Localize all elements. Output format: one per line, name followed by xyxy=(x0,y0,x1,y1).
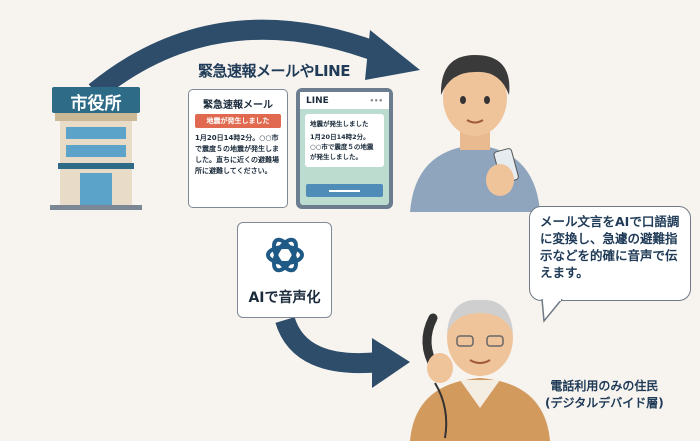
line-app-name: LINE xyxy=(306,95,329,106)
arrow-head-bottom xyxy=(372,338,410,388)
arrow-head-top xyxy=(365,30,420,80)
ai-voice-label: AIで音声化 xyxy=(248,290,321,306)
city-hall-illustration: 市役所 xyxy=(50,85,142,210)
arrow-city-to-young xyxy=(88,19,389,100)
young-man-illustration xyxy=(410,55,540,212)
mail-heading: 緊急速報メール xyxy=(203,100,273,111)
openai-logo-icon xyxy=(265,237,304,273)
line-message-title: 地震が発生しました xyxy=(310,120,369,128)
elderly-man-illustration xyxy=(410,299,550,441)
resident-label: 電話利用のみの住民 (デジタルデバイド層) xyxy=(545,378,664,412)
speech-bubble-tail xyxy=(541,299,563,323)
emergency-mail-card: 緊急速報メール 地震が発生しました 1月20日14時2分。○○市で震度５の地震が… xyxy=(188,89,288,208)
line-message-body: 1月20日14時2分。○○市で震度５の地震が発生しました。 xyxy=(310,133,374,161)
resident-line1: 電話利用のみの住民 xyxy=(550,379,659,393)
mail-alert: 地震が発生しました xyxy=(195,114,281,128)
mail-body: 1月20日14時2分。○○市で震度５の地震が発生しました。直ちに近くの避難場所に… xyxy=(195,134,279,175)
resident-line2: (デジタルデバイド層) xyxy=(545,396,664,410)
more-icon: ••• xyxy=(369,96,383,105)
channel-title: 緊急速報メールやLINE xyxy=(198,62,350,80)
ai-voice-box: AIで音声化 xyxy=(237,222,332,318)
arrow-ai-to-elderly xyxy=(275,316,381,374)
city-hall-sign: 市役所 xyxy=(70,94,122,114)
line-message: 地震が発生しました 1月20日14時2分。○○市で震度５の地震が発生しました。 xyxy=(305,114,384,167)
speech-bubble: メール文言をAIで口語調に変換し、急遽の避難指示などを的確に音声で伝えます。 xyxy=(529,206,691,301)
line-tablet: LINE ••• 地震が発生しました 1月20日14時2分。○○市で震度５の地震が… xyxy=(296,88,393,209)
line-button xyxy=(306,184,383,197)
